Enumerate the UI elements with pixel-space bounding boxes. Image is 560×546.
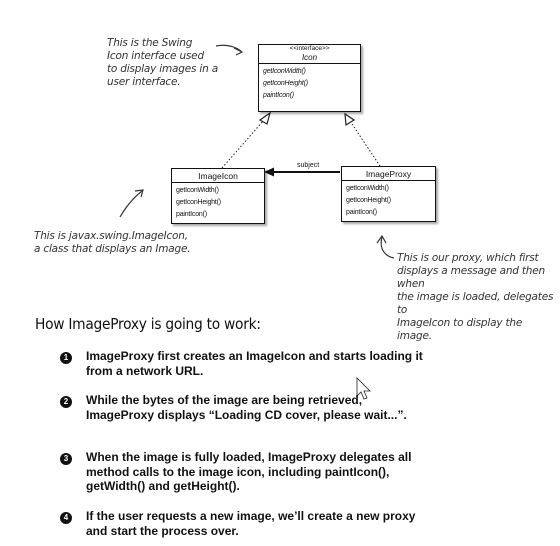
step-text: While the bytes of the image are being r… xyxy=(86,393,407,422)
mouse-cursor-icon xyxy=(356,377,371,400)
association-label: subject xyxy=(297,162,320,169)
step-number-badge: 4 xyxy=(60,512,72,524)
note-swing-icon: This is the Swing Icon interface used to… xyxy=(107,37,218,88)
class-imageicon-methods: getIconWidth() getIconHeight() paintIcon… xyxy=(176,187,221,218)
note-arrow-proxy xyxy=(380,236,395,259)
step-number-badge: 3 xyxy=(60,453,72,465)
stereotype-label: <<interface>> xyxy=(289,45,330,52)
step-number-badge: 1 xyxy=(60,352,72,364)
step-number-badge: 2 xyxy=(60,396,72,408)
class-imageicon: ImageIcon getIconWidth() getIconHeight()… xyxy=(171,168,265,224)
note-arrow-imageicon xyxy=(119,190,143,218)
class-imageproxy: ImageProxy getIconWidth() getIconHeight(… xyxy=(341,166,436,222)
note-proxy: This is our proxy, which first displays … xyxy=(397,252,554,342)
realization-line-imageicon xyxy=(221,119,265,169)
section-title: How ImageProxy is going to work: xyxy=(35,315,261,333)
note-imageicon: This is javax.swing.ImageIcon, a class t… xyxy=(34,230,191,255)
association-arrowhead xyxy=(264,167,274,177)
realization-arrowhead-imageicon xyxy=(258,111,272,125)
step-text: If the user requests a new image, we’ll … xyxy=(86,509,416,538)
step-text: ImageProxy first creates an ImageIcon an… xyxy=(86,349,423,378)
note-arrow-swing-icon xyxy=(215,44,242,52)
class-name-imageicon: ImageIcon xyxy=(172,169,264,183)
class-icon-methods: getIconWidth() getIconHeight() paintIcon… xyxy=(263,68,308,99)
class-name-icon: Icon xyxy=(301,53,318,62)
class-icon-interface: <<interface>> Icon getIconWidth() getIco… xyxy=(258,44,361,112)
class-imageproxy-methods: getIconWidth() getIconHeight() paintIcon… xyxy=(346,185,391,216)
step-text: When the image is fully loaded, ImagePro… xyxy=(86,450,412,493)
class-icon-header: <<interface>> Icon xyxy=(259,45,360,64)
class-name-imageproxy: ImageProxy xyxy=(342,167,435,181)
realization-arrowhead-imageproxy xyxy=(344,112,356,127)
realization-line-imageproxy xyxy=(349,120,381,167)
